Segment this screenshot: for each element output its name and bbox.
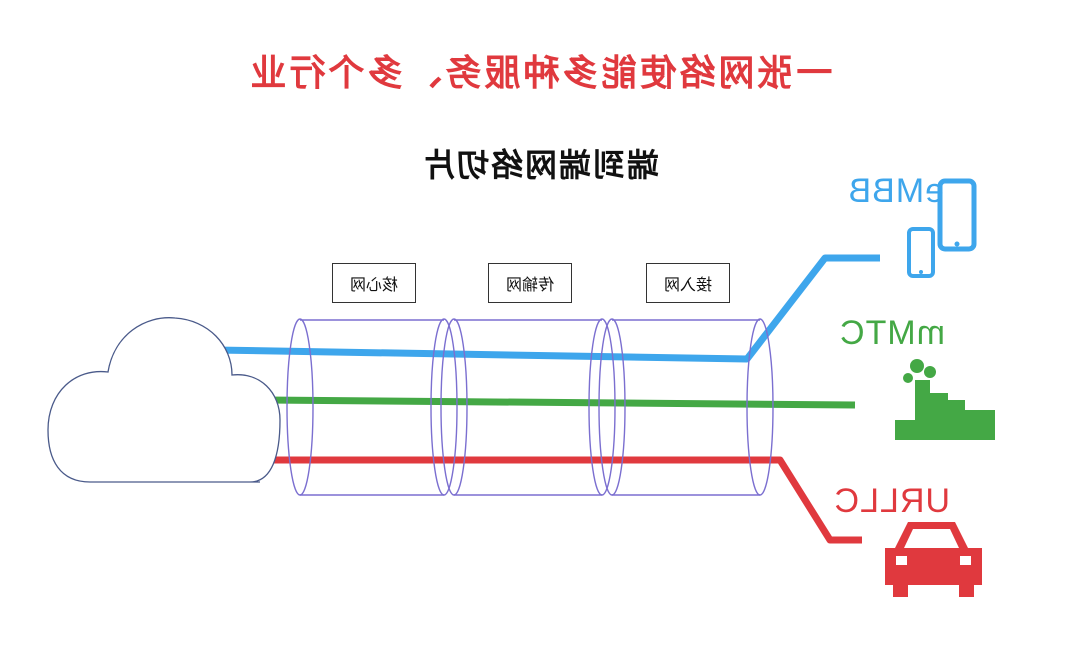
car-icon bbox=[885, 522, 982, 597]
embb-slice-line bbox=[214, 254, 880, 363]
smartphone-icon bbox=[907, 178, 977, 278]
access-network-tube bbox=[598, 318, 774, 496]
mmtc-label: mMTC bbox=[839, 314, 945, 352]
core-network-label: 核心网 bbox=[332, 263, 416, 303]
cloud-icon bbox=[47, 317, 281, 483]
urllc-slice-line bbox=[260, 456, 862, 544]
mmtc-slice-line bbox=[264, 396, 856, 409]
core-network-tube bbox=[286, 318, 458, 496]
embb-label: eMBB bbox=[847, 172, 944, 210]
transport-network-tube bbox=[440, 318, 616, 496]
factory-icon bbox=[895, 359, 995, 440]
urllc-label: URLLC bbox=[833, 482, 950, 520]
access-network-label: 接入网 bbox=[646, 263, 730, 303]
transport-network-label: 传输网 bbox=[488, 263, 572, 303]
